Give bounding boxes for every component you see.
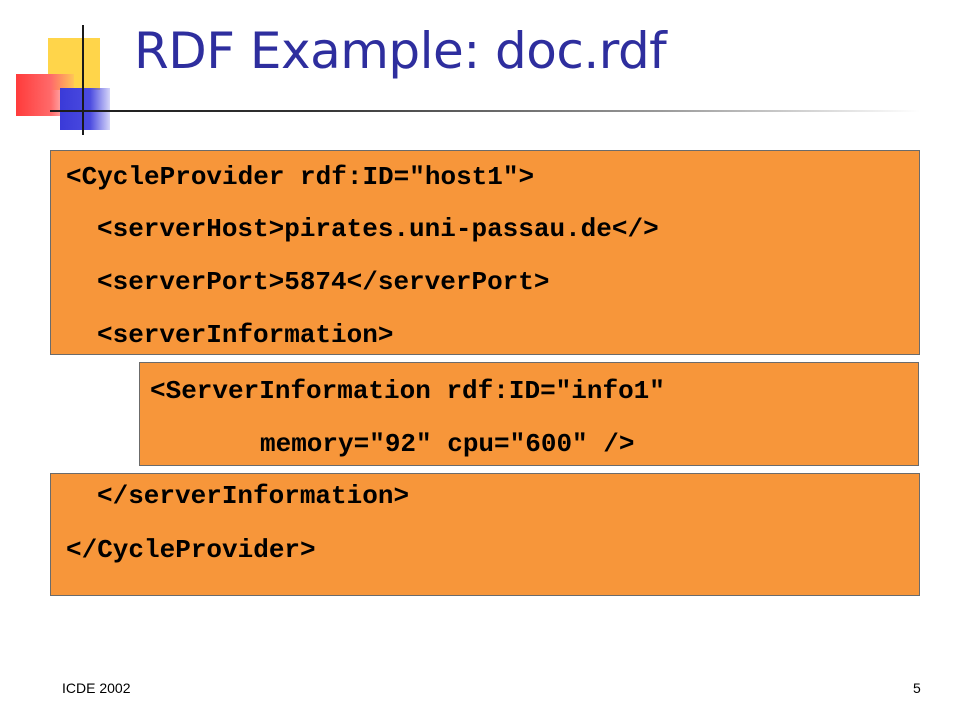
slide-title: RDF Example: doc.rdf xyxy=(134,22,667,80)
title-underline xyxy=(50,110,920,112)
code-line-8: </CycleProvider> xyxy=(66,535,316,565)
code-line-5: <ServerInformation rdf:ID="info1" xyxy=(150,376,665,406)
code-box-closing xyxy=(50,473,920,596)
code-line-2: <serverHost>pirates.uni-passau.de</> xyxy=(97,214,659,244)
footer-conference: ICDE 2002 xyxy=(62,680,131,696)
page-number: 5 xyxy=(913,680,921,696)
code-line-3: <serverPort>5874</serverPort> xyxy=(97,267,550,297)
code-box-server-information xyxy=(139,362,919,466)
decor-blue-square xyxy=(60,88,110,130)
decor-vertical-line xyxy=(82,25,84,135)
code-line-7: </serverInformation> xyxy=(97,481,410,511)
code-line-1: <CycleProvider rdf:ID="host1"> xyxy=(66,162,535,192)
code-line-4: <serverInformation> xyxy=(97,320,394,350)
code-box-provider xyxy=(50,150,920,355)
code-line-6: memory="92" cpu="600" /> xyxy=(260,429,635,459)
